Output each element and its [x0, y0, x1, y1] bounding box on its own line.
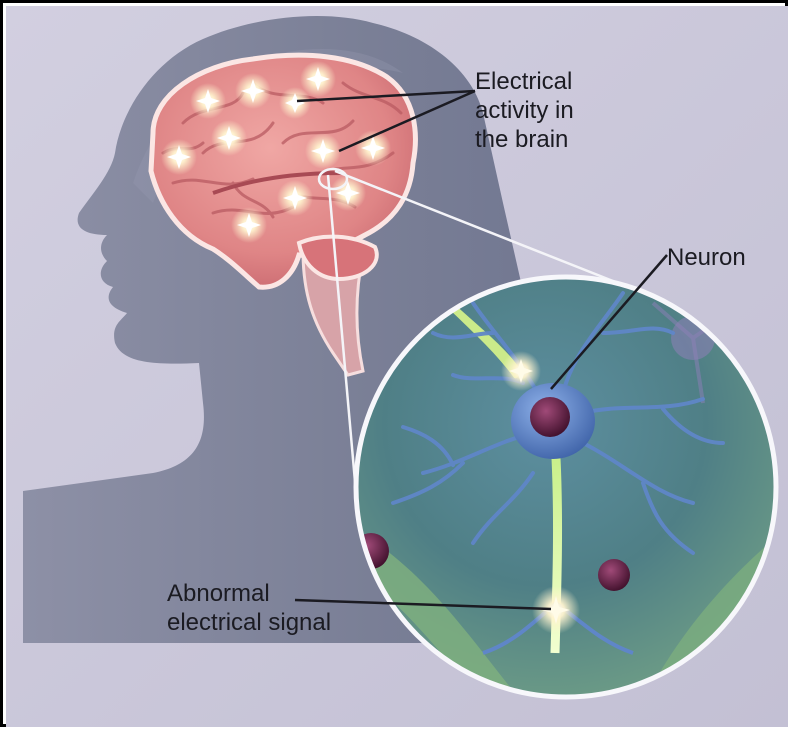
label-neuron: Neuron — [667, 243, 746, 272]
label-line: the brain — [475, 125, 574, 154]
label-line: activity in — [475, 96, 574, 125]
spark — [279, 87, 311, 119]
label-line: Electrical — [475, 67, 574, 96]
spark — [235, 73, 271, 109]
label-abnormal-signal: Abnormal electrical signal — [167, 579, 331, 637]
spark — [161, 139, 197, 175]
spark — [211, 120, 247, 156]
spark — [305, 133, 341, 169]
spark — [277, 180, 313, 216]
label-line: electrical signal — [167, 608, 331, 637]
label-line: Abnormal — [167, 579, 331, 608]
neuron-nucleus — [530, 397, 570, 437]
abnormal-signal-spark — [532, 586, 580, 634]
spark — [190, 83, 226, 119]
illustration — [3, 3, 788, 730]
label-electrical-activity: Electrical activity in the brain — [475, 67, 574, 154]
spark — [231, 207, 267, 243]
